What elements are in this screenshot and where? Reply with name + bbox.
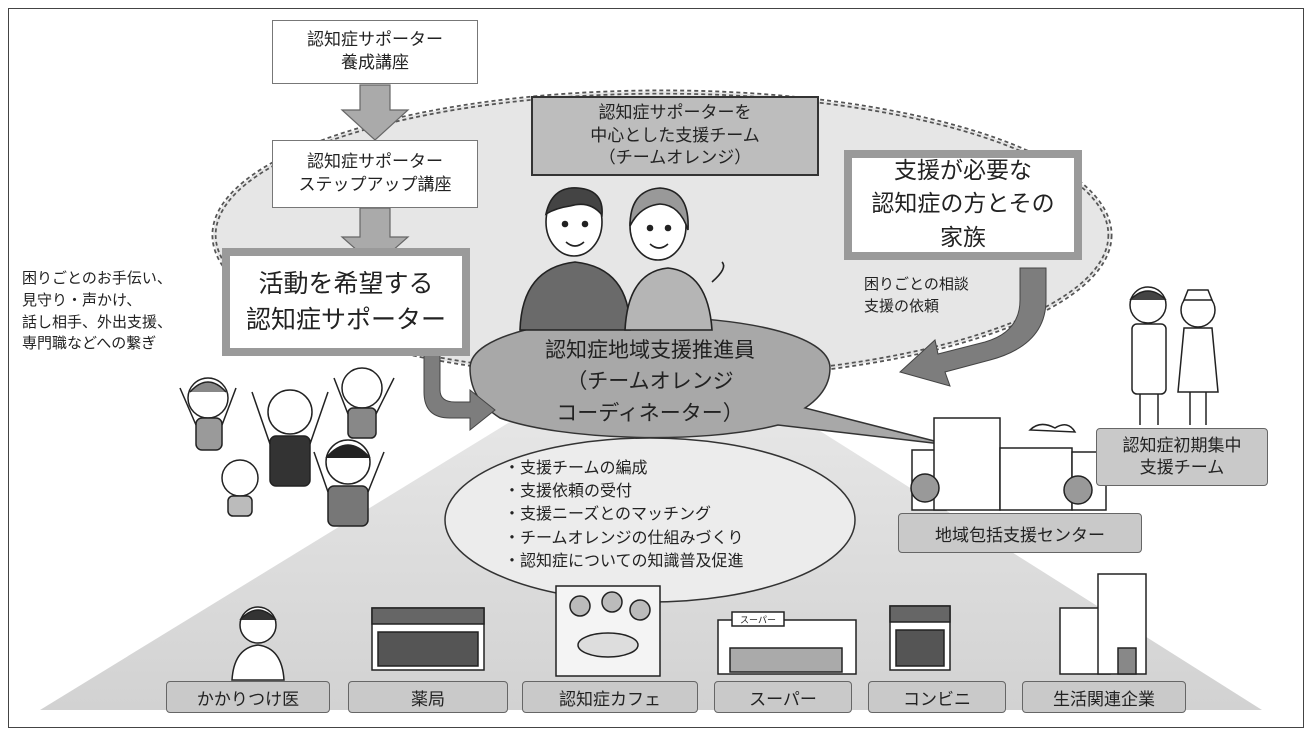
bottom-icons [231,573,1147,681]
bottom-label-cafe: 認知症カフェ [522,681,698,713]
arrow-family-to-coordinator [898,267,1047,387]
supermarket-icon [717,611,857,675]
center-buildings-illustration [910,417,1107,511]
bottom-label-supermarket: スーパー [714,681,852,713]
family-box: 支援が必要な 認知症の方とその 家族 [844,150,1082,260]
coordinator-task-item: ・チームオレンジの仕組みづくり [504,527,744,547]
bottom-label-doctor: かかりつけ医 [166,681,330,713]
coordinator-text: 認知症地域支援推進員 （チームオレンジ コーディネーター） [545,337,755,425]
company-building-icon [1059,573,1147,675]
supermarket-sign: スーパー [740,615,776,626]
training-course-box: 認知症サポーター 養成講座 [272,20,478,84]
supporters-illustration [179,367,395,527]
coordinator-task-item: ・認知症についての知識普及促進 [504,550,744,570]
bottom-label-convenience-store: コンビニ [868,681,1006,713]
coordinator-task-item: ・支援依頼の受付 [504,481,633,501]
coordinator-task-item: ・支援ニーズとのマッチング [504,504,712,524]
doctor-nurse-illustration [1129,286,1219,425]
coordinator-task-item: ・支援チームの編成 [504,458,648,477]
bottom-label-company: 生活関連企業 [1022,681,1186,713]
early-team-label: 認知症初期集中 支援チーム [1096,428,1268,486]
team-title-box: 認知症サポーターを 中心とした支援チーム （チームオレンジ） [531,96,819,176]
doctor-icon [231,606,285,681]
cafe-icon [555,585,661,677]
supporter-couple-illustration [519,187,725,331]
bottom-label-pharmacy: 薬局 [348,681,508,713]
family-request-text: 困りごとの相談 支援の依頼 [864,275,969,315]
arrow-down-1 [340,84,410,141]
convenience-store-icon [889,605,951,671]
coordinator-task-list: ・支援チームの編成 ・支援依頼の受付 ・支援ニーズとのマッチング ・チームオレン… [504,456,744,572]
supporter-tasks-text: 困りごとのお手伝い、 見守り・声かけ、 話し相手、外出支援、 専門職などへの繋ぎ [22,269,173,353]
stepup-course-box: 認知症サポーター ステップアップ講座 [272,140,478,208]
arrow-supporter-to-coordinator [423,354,496,432]
pharmacy-icon [371,607,485,671]
community-center-label: 地域包括支援センター [898,513,1142,553]
active-supporter-box: 活動を希望する 認知症サポーター [222,248,470,356]
